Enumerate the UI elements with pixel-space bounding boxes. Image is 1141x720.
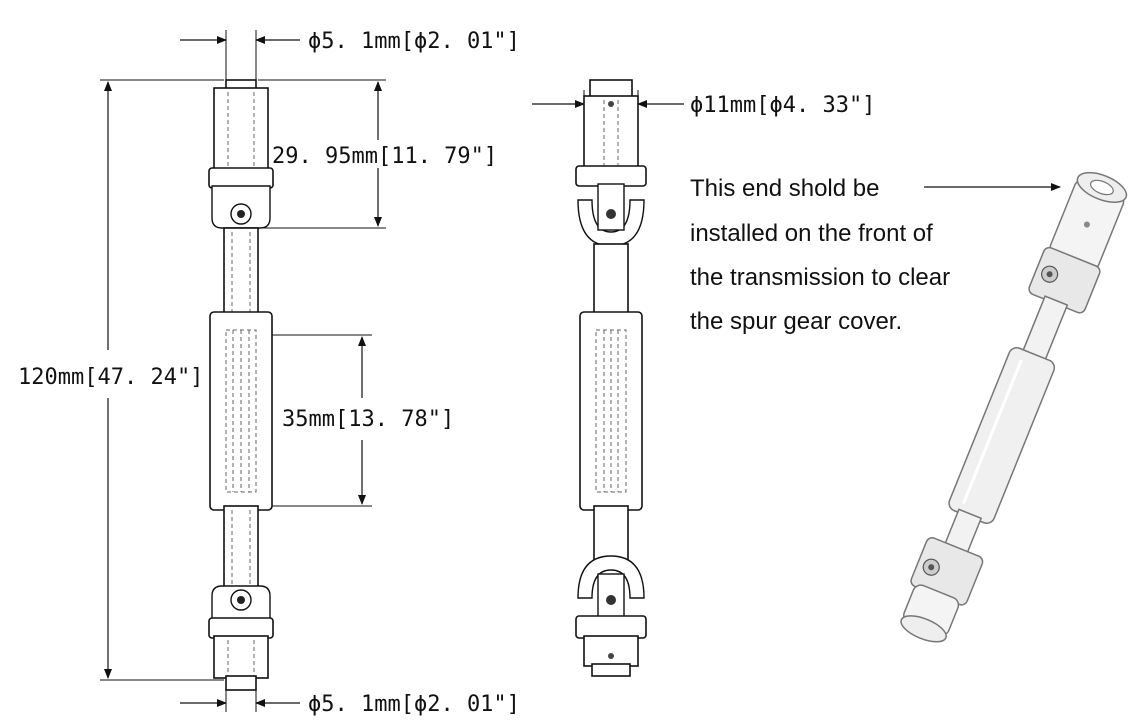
overall-length-label: 120mm[47. 24"] <box>18 365 203 390</box>
side-view-shaft <box>208 79 274 691</box>
bottom-diameter-dimension: ϕ5. 1mm[ϕ2. 01"] <box>180 688 520 717</box>
sleeve-length-label: 29. 95mm[11. 79"] <box>272 144 497 169</box>
note-line-1: This end shold be <box>690 175 879 202</box>
top-diameter-dimension: ϕ5. 1mm[ϕ2. 01"] <box>180 29 520 82</box>
note-line-2: installed on the front of <box>690 220 933 247</box>
note-line-4: the spur gear cover. <box>690 308 902 335</box>
tube-length-label: 35mm[13. 78"] <box>282 407 454 432</box>
installation-note: This end shold be installed on the front… <box>690 175 950 335</box>
installed-driveshaft-render <box>900 171 1128 643</box>
tube-length-dimension: 35mm[13. 78"] <box>272 334 454 507</box>
front-view-shaft <box>575 79 647 677</box>
sleeve-length-dimension: 29. 95mm[11. 79"] <box>258 79 497 229</box>
overall-length-dimension: 120mm[47. 24"] <box>18 79 224 681</box>
note-line-3: the transmission to clear <box>690 264 950 291</box>
outer-diameter-dimension: ϕ11mm[ϕ4. 33"] <box>532 90 875 125</box>
top-diameter-label: ϕ5. 1mm[ϕ2. 01"] <box>308 29 520 54</box>
outer-diameter-label: ϕ11mm[ϕ4. 33"] <box>690 93 875 118</box>
bottom-diameter-label: ϕ5. 1mm[ϕ2. 01"] <box>308 692 520 717</box>
